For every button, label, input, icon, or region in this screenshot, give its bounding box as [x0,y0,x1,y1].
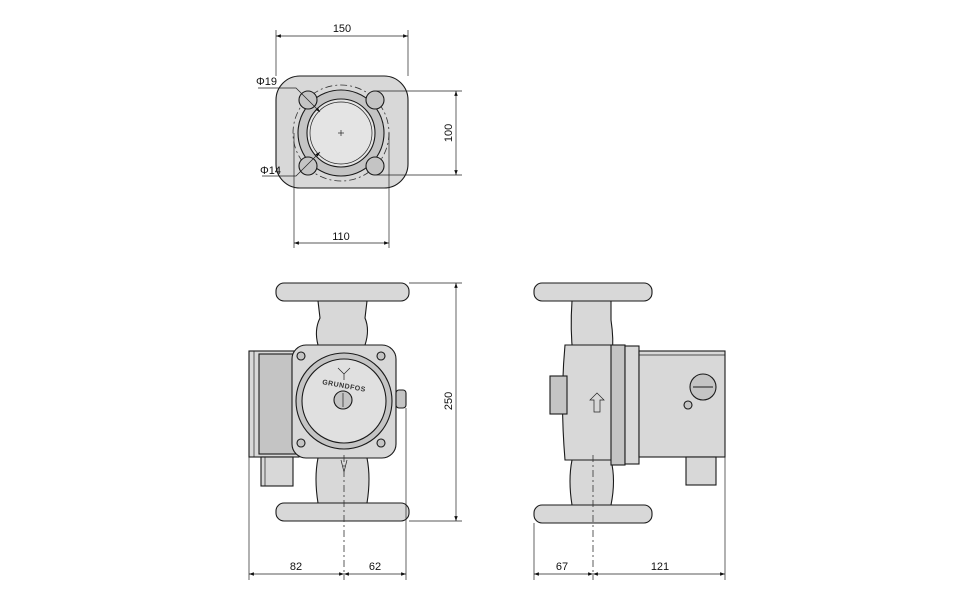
dim-label-d14: Φ14 [260,165,281,177]
bolt-hole-br [365,156,385,176]
dim-port-to-port: 250 [409,282,462,522]
side-volute [561,344,614,461]
side-knob [395,389,407,409]
dim-side-widths: 67 121 [533,457,726,580]
side-mount-flange [610,344,626,466]
side-motor-box [638,350,726,458]
bolt-hole-bl [298,156,318,176]
front-top-neck [315,300,369,346]
dim-flange-width: 150 [275,23,409,76]
dim-label-82: 82 [290,561,302,573]
terminal-box [260,456,294,487]
flange-bore [309,101,373,165]
dim-label-67: 67 [556,561,568,573]
dim-label-100: 100 [443,124,455,142]
side-mount-ring [624,345,640,465]
brand-logo-icon [337,367,351,380]
screw-bl [296,438,306,448]
dim-label-150: 150 [333,23,351,35]
side-led [683,400,693,410]
front-top-flange [275,282,410,302]
dim-diameter-19: Φ19 [256,76,321,113]
front-bottom-flange [275,502,410,522]
side-terminal-box [685,456,717,486]
screw-br [376,438,386,448]
side-bottom-neck [569,459,615,506]
dim-bolt-horizontal: 110 [293,133,390,248]
dim-bolt-vertical: 100 [375,90,462,176]
pump-side-view [533,282,726,580]
flange-top-view [275,75,409,189]
dim-label-d19: Φ19 [256,76,277,88]
dim-label-62: 62 [369,561,381,573]
dim-label-121: 121 [651,561,669,573]
side-inlet-stub [549,375,568,415]
side-flow-arrow-icon [589,392,605,413]
side-top-flange [533,282,653,302]
dim-label-110: 110 [332,231,350,243]
screw-tl [296,351,306,361]
dim-diameter-14: Φ14 [260,151,321,177]
dim-front-widths: 82 62 [248,408,407,580]
pump-front-view: GRUNDFOS [248,282,410,580]
bolt-hole-tr [365,90,385,110]
dim-label-250: 250 [443,392,455,410]
screw-tr [376,351,386,361]
